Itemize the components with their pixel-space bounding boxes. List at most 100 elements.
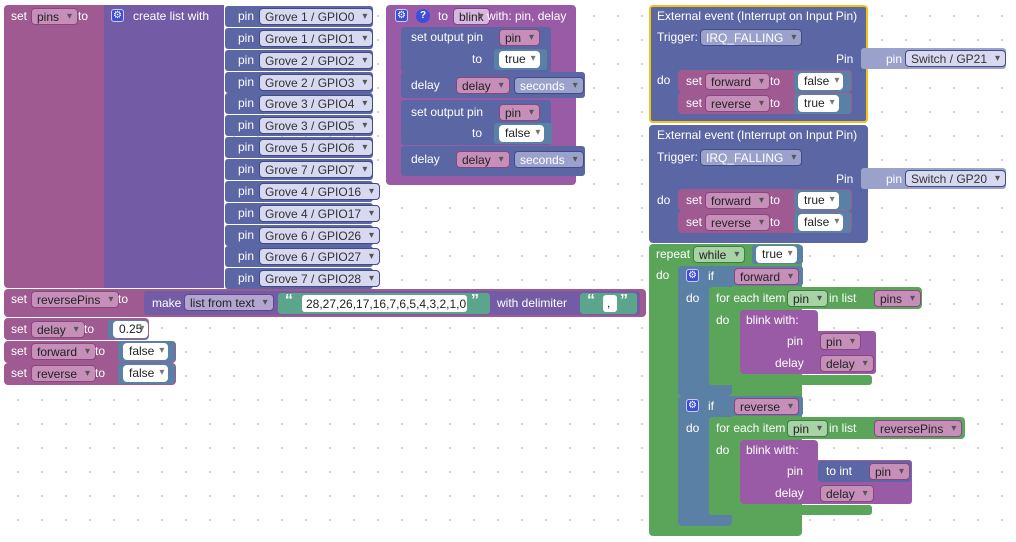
pin-label: pin <box>886 172 903 186</box>
grove-pin-dropdown[interactable]: Grove 3 / GPIO5 <box>259 117 374 134</box>
mutator-gear-icon[interactable]: ⚙ <box>686 399 699 412</box>
open-quote-icon: “ <box>587 292 595 309</box>
event1-forward-false[interactable]: false <box>798 73 844 90</box>
repeat-true-dropdown[interactable]: true <box>756 246 797 263</box>
if-reverse-var[interactable]: reverse <box>734 398 800 415</box>
seconds-unit-dropdown[interactable]: seconds <box>514 77 584 94</box>
pin-var-dropdown[interactable]: pin <box>820 333 862 350</box>
do-label: do <box>657 193 671 207</box>
var-forward-dropdown[interactable]: forward <box>705 192 771 209</box>
pin-cap-label: Pin <box>836 172 854 186</box>
grove-pin-dropdown[interactable]: Grove 7 / GPIO28 <box>259 270 381 287</box>
var-reversepins-dropdown[interactable]: reversePins <box>31 291 120 308</box>
trigger-dropdown[interactable]: IRQ_FALLING <box>700 29 803 46</box>
list-reversepins-var[interactable]: reversePins <box>874 420 963 437</box>
grove-pin-dropdown[interactable]: Grove 4 / GPIO17 <box>259 205 381 222</box>
for-each-label: for each item <box>716 421 786 435</box>
delay-var-dropdown[interactable]: delay <box>456 77 510 94</box>
switch-pin-dropdown[interactable]: Switch / GP21 <box>905 50 1007 67</box>
output-true-dropdown[interactable]: true <box>499 51 540 68</box>
event1-reverse-true[interactable]: true <box>798 95 839 112</box>
repeat-label: repeat <box>656 247 691 261</box>
repeat-mode-dropdown[interactable]: while <box>693 246 746 263</box>
switch-pin-dropdown[interactable]: Switch / GP20 <box>905 170 1007 187</box>
open-quote-icon: “ <box>285 292 293 309</box>
forward-false-dropdown[interactable]: false <box>123 343 169 360</box>
event2-forward-true[interactable]: true <box>798 192 839 209</box>
grove-pin-dropdown[interactable]: Grove 2 / GPIO3 <box>259 74 374 91</box>
blink-with-label: blink with: <box>746 313 799 327</box>
delay-label: delay <box>411 78 440 92</box>
grove-pin-dropdown[interactable]: Grove 1 / GPIO0 <box>259 8 374 25</box>
do-label: do <box>657 73 671 87</box>
var-forward-dropdown[interactable]: forward <box>705 73 771 90</box>
var-pins-dropdown[interactable]: pins <box>31 8 79 25</box>
delay-var-dropdown[interactable]: delay <box>820 485 874 502</box>
grove-pin-dropdown[interactable]: Grove 1 / GPIO1 <box>259 30 374 47</box>
list-from-text-dropdown[interactable]: list from text <box>184 294 274 311</box>
to-label: to <box>118 292 129 306</box>
mutator-gear-icon[interactable]: ⚙ <box>111 9 124 22</box>
pin-label: pin <box>238 249 255 263</box>
grove-pin-dropdown[interactable]: Grove 7 / GPIO7 <box>259 161 374 178</box>
delay-var-dropdown[interactable]: delay <box>820 355 874 372</box>
delimiter-field[interactable] <box>603 295 617 312</box>
set-label: set <box>686 215 703 229</box>
var-forward-dropdown[interactable]: forward <box>31 343 97 360</box>
var-delay-dropdown[interactable]: delay <box>31 321 85 338</box>
item-var-dropdown[interactable]: pin <box>787 290 829 307</box>
pin-label: pin <box>886 52 903 66</box>
grove-pin-dropdown[interactable]: Grove 6 / GPIO26 <box>259 227 381 244</box>
mutator-gear-icon[interactable]: ⚙ <box>395 9 408 22</box>
trigger-dropdown[interactable]: IRQ_FALLING <box>700 149 803 166</box>
do-label: do <box>686 291 700 305</box>
pin-var-dropdown[interactable]: pin <box>869 463 911 480</box>
grove-pin-dropdown[interactable]: Grove 5 / GPIO6 <box>259 139 374 156</box>
set-label: set <box>686 74 703 88</box>
grove-pin-dropdown[interactable]: Grove 2 / GPIO2 <box>259 52 374 69</box>
var-reverse-dropdown[interactable]: reverse <box>705 95 771 112</box>
pin-label: pin <box>238 184 255 198</box>
if-forward-var[interactable]: forward <box>734 268 800 285</box>
item-var-dropdown[interactable]: pin <box>787 420 829 437</box>
grove-pin-dropdown[interactable]: Grove 6 / GPIO27 <box>259 248 381 265</box>
reverse-false-dropdown[interactable]: false <box>123 365 169 382</box>
delay-var-dropdown[interactable]: delay <box>456 151 510 168</box>
if-label: if <box>708 399 714 413</box>
pin-arg-label: pin <box>787 464 804 478</box>
if-label: if <box>708 269 714 283</box>
to-label: to <box>770 74 781 88</box>
pin-label: pin <box>238 271 255 285</box>
delay-number-field[interactable]: 0.25 <box>113 321 149 338</box>
external-event-title: External event (Interrupt on Input Pin) <box>657 9 858 23</box>
list-text-value: 28,27,26,17,16,7,6,5,4,3,2,1,0 <box>306 297 467 311</box>
mutator-gear-icon[interactable]: ⚙ <box>686 269 699 282</box>
grove-pin-dropdown[interactable]: Grove 4 / GPIO16 <box>259 183 381 200</box>
create-list-block[interactable] <box>104 5 224 288</box>
var-reverse-dropdown[interactable]: reverse <box>705 214 771 231</box>
do-label: do <box>686 421 700 435</box>
help-question-icon[interactable]: ? <box>416 9 430 23</box>
output-false-dropdown[interactable]: false <box>499 125 545 142</box>
pin-label: pin <box>238 162 255 176</box>
blink-with-label: blink with: <box>746 443 799 457</box>
event2-reverse-false[interactable]: false <box>798 214 844 231</box>
in-list-label: in list <box>829 421 857 435</box>
var-reverse-dropdown[interactable]: reverse <box>31 365 97 382</box>
to-label: to <box>438 9 449 23</box>
pin-label: pin <box>238 53 255 67</box>
set-label: set <box>11 366 28 380</box>
to-label: to <box>770 193 781 207</box>
do-label: do <box>656 268 670 282</box>
create-list-label: create list with <box>133 9 210 23</box>
pin-var-dropdown[interactable]: pin <box>499 104 541 121</box>
list-pins-var[interactable]: pins <box>874 290 922 307</box>
pin-label: pin <box>238 228 255 242</box>
make-label: make <box>152 296 182 310</box>
pin-var-dropdown[interactable]: pin <box>499 29 541 46</box>
grove-pin-dropdown[interactable]: Grove 3 / GPIO4 <box>259 95 374 112</box>
to-label: to <box>95 366 106 380</box>
seconds-unit-dropdown[interactable]: seconds <box>514 151 584 168</box>
list-text-field[interactable] <box>302 295 467 312</box>
proc-name-field[interactable]: blink <box>453 8 490 25</box>
